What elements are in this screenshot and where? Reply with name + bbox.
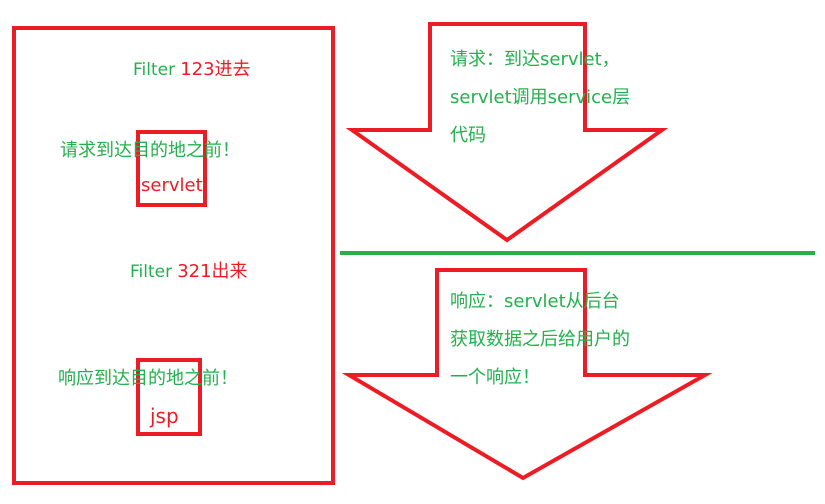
response-note-line: 一个响应！ (450, 367, 540, 388)
filter-chain-frame (12, 26, 335, 485)
before-jsp-label: 响应到达目的地之前！ (58, 368, 238, 389)
filter-in-prefix: Filter (133, 60, 176, 80)
filter-in-label: Filter 123进去 (133, 61, 251, 79)
request-note-line: 代码 (450, 125, 486, 146)
request-note-line: servlet调用service层 (450, 87, 631, 108)
servlet-label: servlet (141, 175, 203, 196)
filter-out-suffix: 321出来 (177, 261, 248, 282)
response-arrow (341, 268, 713, 481)
servlet-box (136, 130, 207, 207)
response-note: 响应：servlet从后台 获取数据之后给用户的 一个响应！ (450, 283, 630, 397)
jsp-label: jsp (150, 404, 179, 428)
response-note-line: 获取数据之后给用户的 (450, 329, 630, 350)
filter-out-label: Filter 321出来 (130, 263, 248, 281)
filter-out-prefix: Filter (130, 262, 173, 282)
request-note-line: 请求：到达servlet， (450, 49, 620, 70)
jsp-box (136, 358, 202, 436)
request-arrow (345, 22, 669, 243)
response-note-line: 响应：servlet从后台 (450, 291, 620, 312)
filter-in-suffix: 123进去 (180, 59, 251, 80)
request-note: 请求：到达servlet， servlet调用service层 代码 (450, 41, 630, 155)
before-servlet-label: 请求到达目的地之前！ (60, 140, 240, 161)
